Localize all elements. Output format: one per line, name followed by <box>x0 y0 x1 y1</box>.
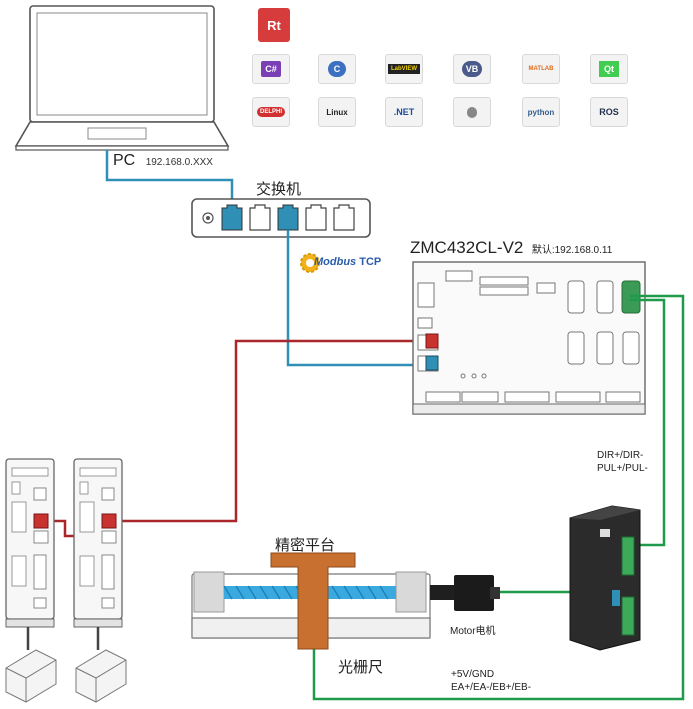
network-switch <box>191 198 371 238</box>
precision-stage <box>191 552 431 650</box>
stepper-motor <box>430 575 500 611</box>
csharp-icon: C# <box>252 54 290 84</box>
pulse-dir-cable <box>630 298 666 547</box>
stage-label: 精密平台 <box>275 537 336 554</box>
python-icon: python <box>522 97 560 127</box>
apple-icon <box>453 97 491 127</box>
dotnet-icon: .NET <box>385 97 423 127</box>
laptop-icon <box>14 5 230 151</box>
switch-label: 交换机 <box>256 181 302 198</box>
ethernet-cable-controller <box>286 230 418 367</box>
stepper-driver <box>569 505 641 651</box>
motor-label: Motor电机 <box>450 626 496 637</box>
qt-icon: Qt <box>590 54 628 84</box>
modbus-tcp-label: Modbus TCP <box>314 256 382 268</box>
pul-signal-label: PUL+/PUL- <box>597 463 648 474</box>
controller-default-ip: 默认:192.168.0.11 <box>531 245 613 256</box>
pc-label-group: PC 192.168.0.XXX <box>113 152 213 170</box>
servo-motor-2 <box>75 649 127 703</box>
dir-signal-label: DIR+/DIR- <box>597 450 644 461</box>
rt-logo-icon: Rt <box>258 8 290 42</box>
pc-label: PC <box>113 152 136 169</box>
grating-label: 光栅尺 <box>338 659 384 676</box>
controller-model: ZMC432CL-V2 <box>410 238 524 257</box>
pc-ip: 192.168.0.XXX <box>145 157 213 168</box>
ros-icon: ROS <box>590 97 628 127</box>
c-icon: C <box>318 54 356 84</box>
servo-drive-1 <box>5 458 55 628</box>
ethercat-cable <box>102 339 430 523</box>
linux-icon: Linux <box>318 97 356 127</box>
controller-board <box>412 261 646 415</box>
delphi-icon: DELPHI <box>252 97 290 127</box>
controller-label-group: ZMC432CL-V2 默认:192.168.0.11 <box>410 238 612 258</box>
encoder-signal-label: EA+/EA-/EB+/EB- <box>451 682 532 693</box>
encoder-cable <box>312 294 685 701</box>
servo-motor-1 <box>5 649 57 703</box>
vb-icon: VB <box>453 54 491 84</box>
modbus-logo-icon <box>300 253 320 273</box>
matlab-icon: MATLAB <box>522 54 560 84</box>
servo-drive-2 <box>73 458 123 628</box>
encoder-power-label: +5V/GND <box>451 669 495 680</box>
labview-icon: LabVIEW <box>385 54 423 84</box>
